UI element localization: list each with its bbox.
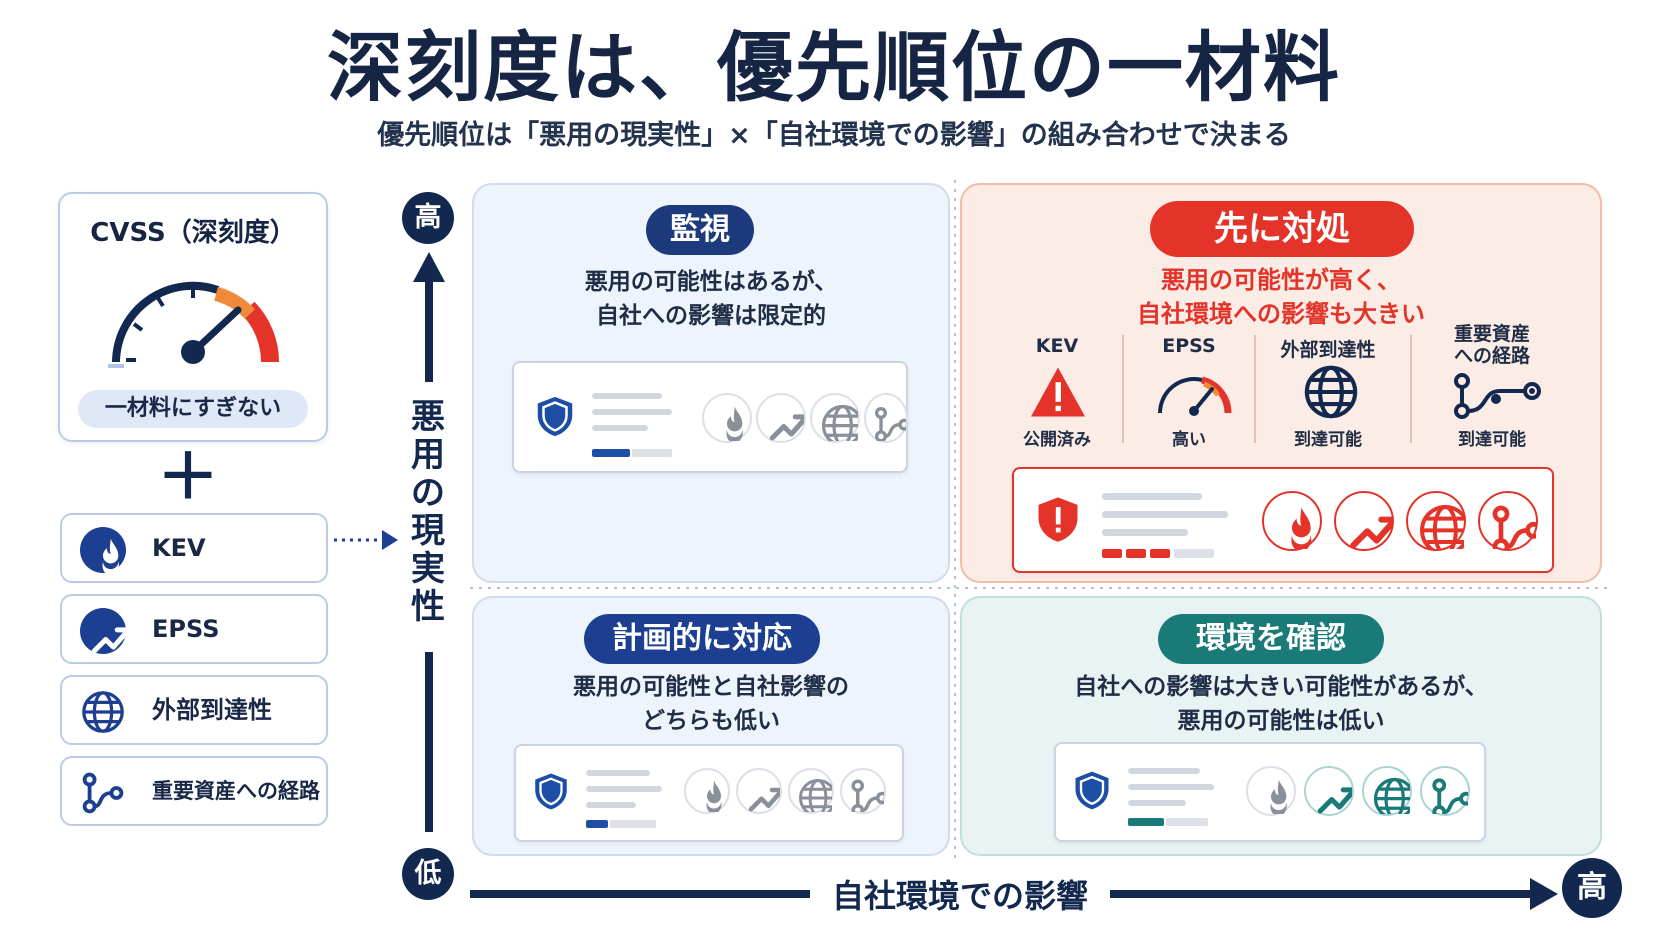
quadrant-monitor: 監視 悪用の可能性はあるが、自社への影響は限定的 bbox=[472, 183, 950, 583]
flame-icon bbox=[80, 527, 126, 573]
quadrant-check-environment: 環境を確認 自社への影響は大きい可能性があるが、悪用の可能性は低い bbox=[960, 596, 1602, 856]
page-title: 深刻度は、優先順位の一材料 bbox=[327, 23, 1341, 112]
factor-card-epss: EPSS bbox=[60, 594, 328, 664]
path-nodes-icon bbox=[1420, 766, 1470, 816]
shield-icon bbox=[532, 389, 578, 443]
gauge-icon bbox=[1158, 376, 1232, 416]
gauge-icon bbox=[108, 281, 280, 368]
indicator-header: 外部到達性 bbox=[1280, 339, 1376, 361]
warning-icon bbox=[1031, 367, 1085, 417]
indicator-caption: 高い bbox=[1172, 430, 1206, 450]
vuln-card bbox=[514, 744, 904, 842]
flame-icon bbox=[1246, 766, 1296, 816]
indicator-caption: 到達可能 bbox=[1458, 430, 1526, 450]
quadrant-desc: 悪用の可能性と自社影響のどちらも低い bbox=[573, 674, 849, 734]
globe-icon bbox=[80, 689, 126, 735]
shield-icon bbox=[1070, 764, 1114, 816]
y-axis-line bbox=[413, 252, 445, 832]
globe-icon bbox=[1406, 491, 1466, 551]
trend-up-icon bbox=[756, 393, 806, 443]
flame-icon bbox=[702, 393, 752, 443]
path-nodes-icon bbox=[1454, 373, 1541, 419]
flame-icon bbox=[684, 768, 730, 814]
x-axis-label: 自社環境での影響 bbox=[810, 874, 1110, 918]
factor-label: KEV bbox=[152, 534, 206, 562]
quadrant-desc: 自社への影響は大きい可能性があるが、悪用の可能性は低い bbox=[1074, 674, 1488, 734]
quadrant-planned: 計画的に対応 悪用の可能性と自社影響のどちらも低い bbox=[472, 596, 950, 856]
indicator-header: EPSS bbox=[1162, 335, 1216, 357]
y-axis-high: 高 bbox=[402, 192, 454, 244]
quadrant-badge: 先に対処 bbox=[1150, 201, 1414, 257]
globe-icon bbox=[1362, 766, 1412, 816]
trend-up-icon bbox=[1304, 766, 1354, 816]
factor-label: EPSS bbox=[152, 615, 220, 643]
quadrant-badge: 監視 bbox=[646, 205, 754, 255]
factor-label: 重要資産への経路 bbox=[152, 779, 320, 803]
indicator-header: 重要資産への経路 bbox=[1453, 323, 1530, 367]
vuln-card bbox=[1012, 467, 1554, 573]
quadrant-badge: 環境を確認 bbox=[1158, 614, 1384, 664]
cvss-note-pill: 一材料にすぎない bbox=[78, 390, 308, 428]
path-nodes-icon bbox=[864, 393, 908, 443]
quadrant-desc: 悪用の可能性が高く、自社環境への影響も大きい bbox=[1137, 266, 1425, 328]
cvss-card: CVSS（深刻度） 一材料にすぎない bbox=[58, 192, 328, 442]
factor-card-asset-path: 重要資産への経路 bbox=[60, 756, 328, 826]
quadrant-badge: 計画的に対応 bbox=[584, 614, 820, 664]
factor-label: 外部到達性 bbox=[152, 696, 272, 724]
indicator-caption: 公開済み bbox=[1023, 430, 1091, 450]
factor-card-kev: KEV bbox=[60, 513, 328, 583]
shield-alert-icon bbox=[1038, 497, 1078, 542]
factor-card-exposure: 外部到達性 bbox=[60, 675, 328, 745]
path-nodes-icon bbox=[840, 768, 886, 814]
shield-icon bbox=[530, 766, 572, 816]
x-axis-high: 高 bbox=[1562, 858, 1622, 918]
dotted-arrow bbox=[334, 530, 398, 550]
flame-icon bbox=[1262, 491, 1322, 551]
quadrant-divider bbox=[470, 180, 1610, 860]
plus-sign: ＋ bbox=[156, 440, 219, 513]
trend-up-icon bbox=[736, 768, 782, 814]
indicator-header: KEV bbox=[1035, 335, 1079, 357]
vuln-card bbox=[512, 361, 908, 473]
quadrant-desc: 悪用の可能性はあるが、自社への影響は限定的 bbox=[584, 269, 838, 329]
trend-up-icon bbox=[80, 608, 126, 654]
globe-icon bbox=[810, 393, 860, 443]
globe-icon bbox=[788, 768, 834, 814]
quadrant-act-first: 先に対処 悪用の可能性が高く、自社環境への影響も大きい KEV 公開済み EPS… bbox=[960, 183, 1602, 583]
y-axis-label: 悪用の現実性 bbox=[400, 398, 456, 626]
path-nodes-icon bbox=[80, 770, 126, 816]
indicator-caption: 到達可能 bbox=[1294, 430, 1362, 450]
path-nodes-icon bbox=[1478, 491, 1538, 551]
x-axis-line bbox=[470, 878, 1558, 910]
globe-icon bbox=[1302, 363, 1360, 421]
trend-up-icon bbox=[1334, 491, 1394, 551]
page-subtitle: 優先順位は「悪用の現実性」×「自社環境での影響」の組み合わせで決まる bbox=[377, 120, 1291, 151]
vuln-card bbox=[1054, 742, 1486, 842]
cvss-title: CVSS（深刻度） bbox=[90, 218, 296, 248]
y-axis-low: 低 bbox=[402, 848, 454, 900]
